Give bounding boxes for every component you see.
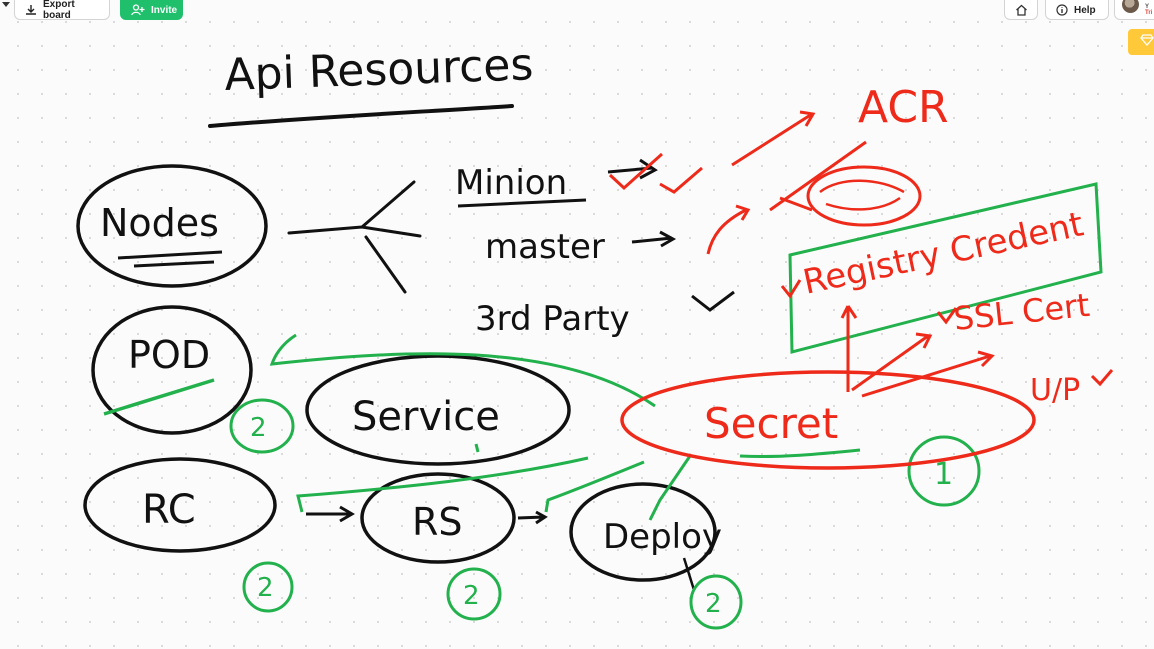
secret-to-rc-link <box>296 456 589 513</box>
secret-oval <box>620 370 1036 470</box>
pod-oval <box>91 305 253 435</box>
master-arrow <box>631 230 677 248</box>
board-title: Api Resources <box>224 39 535 101</box>
nodes-underline <box>117 250 223 268</box>
registry-green-box <box>788 182 1103 354</box>
nodes-branch-lines <box>287 180 422 294</box>
nodes-label: Nodes <box>100 201 219 245</box>
invite-label: Invite <box>151 4 178 16</box>
menu-dropdown-icon[interactable] <box>2 2 10 7</box>
rs-oval <box>360 472 516 564</box>
count-label-secret: 1 <box>934 457 953 492</box>
download-icon <box>25 4 37 16</box>
export-board-label: Export board <box>43 0 75 21</box>
red-scribble <box>819 179 905 211</box>
secret-to-deploy-link <box>648 455 692 521</box>
avatar[interactable] <box>1122 0 1139 13</box>
service-label: Service <box>352 394 500 440</box>
registry-check <box>780 279 802 299</box>
secret-to-rs-link <box>544 460 645 513</box>
master-label: master <box>485 227 605 267</box>
export-board-button[interactable]: Export board <box>14 0 110 21</box>
home-icon <box>1015 4 1028 16</box>
top-toolbar: Export board Invite Help Y Tri <box>0 0 1154 22</box>
count-circle-deploy <box>689 574 743 630</box>
diamond-icon <box>1140 33 1154 51</box>
red-arrow-to-acr <box>731 110 816 167</box>
rs-to-deploy-arrow <box>517 510 548 525</box>
add-user-icon <box>131 4 145 16</box>
red-scribble-oval <box>806 165 922 227</box>
secret-green-underline <box>739 448 861 459</box>
ssl-cert-label: SSL Cert <box>952 286 1092 338</box>
count-label-rs: 2 <box>463 581 480 611</box>
service-green-tick <box>474 443 480 453</box>
third-party-label: 3rd Party <box>475 299 630 339</box>
upgrade-badge[interactable] <box>1128 29 1154 55</box>
count-label-deploy: 2 <box>705 589 722 619</box>
count-label-rc: 2 <box>257 573 274 603</box>
rc-oval <box>83 457 277 553</box>
rc-label: RC <box>142 487 196 533</box>
secret-label: Secret <box>704 399 838 448</box>
help-label: Help <box>1074 4 1096 16</box>
ssl-check <box>936 307 958 325</box>
count-circle-rs <box>446 567 502 621</box>
user-pass-label: U/P <box>1030 373 1080 408</box>
deploy-oval <box>569 482 717 582</box>
red-check-minion <box>608 152 703 194</box>
count-circle-rc <box>242 561 294 613</box>
count-label-pod: 2 <box>250 413 267 443</box>
deploy-tail <box>682 557 696 591</box>
pod-label: POD <box>128 333 210 377</box>
home-button[interactable] <box>1004 0 1038 20</box>
info-icon <box>1056 4 1068 16</box>
nodes-oval <box>76 164 268 288</box>
red-cross-lines <box>769 140 867 212</box>
pod-service-link <box>269 333 656 408</box>
invite-button[interactable]: Invite <box>120 0 183 20</box>
pod-green-strike <box>103 378 215 416</box>
help-button[interactable]: Help <box>1045 0 1109 20</box>
title-underline <box>208 104 514 128</box>
secret-red-links <box>840 305 995 398</box>
rc-to-rs-arrow <box>306 505 355 523</box>
third-party-check <box>691 290 735 312</box>
minion-underline <box>457 198 587 208</box>
user-pass-checks <box>1090 369 1114 387</box>
count-circle-pod <box>229 398 295 454</box>
acr-label: ACR <box>858 82 949 133</box>
deploy-label: Deploy <box>603 517 722 557</box>
rs-label: RS <box>412 500 463 544</box>
service-oval <box>305 354 571 466</box>
count-circle-secret <box>907 435 981 507</box>
minion-label: Minion <box>455 163 567 203</box>
minion-arrow <box>607 158 658 180</box>
red-curve-master <box>706 204 751 255</box>
user-name-snippet: Y Tri <box>1145 4 1153 16</box>
